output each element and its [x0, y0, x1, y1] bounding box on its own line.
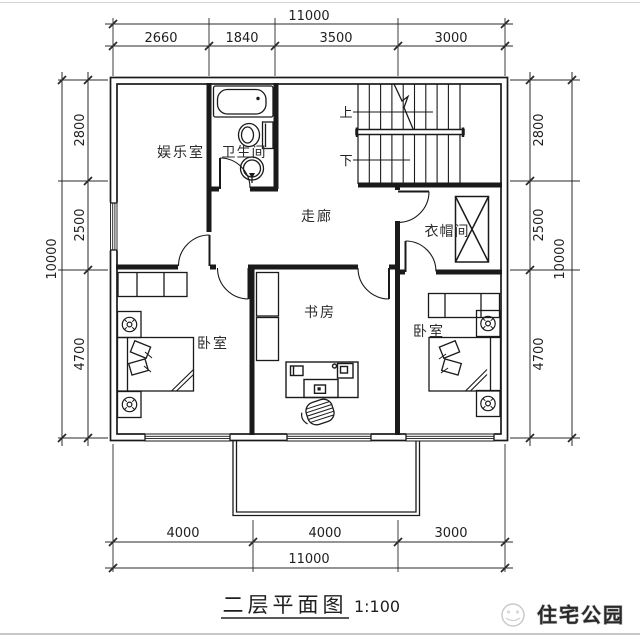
- dim-top-seg: 3000: [434, 31, 467, 46]
- room-label-corridor: 走廊: [301, 208, 333, 225]
- sink-icon: [239, 156, 265, 183]
- dim-bottom-seg: 3000: [434, 526, 467, 541]
- dim-right-seg: 4700: [532, 337, 547, 370]
- dim-bottom-total: 11000: [288, 552, 329, 567]
- bed-left-icon: [116, 336, 195, 392]
- dim-top-total: 11000: [288, 9, 329, 24]
- room-label-study: 书房: [304, 305, 336, 321]
- room-label-cloakroom: 衣帽间: [425, 224, 470, 240]
- dim-left-seg: 2500: [73, 208, 88, 241]
- nightstand-icon: [475, 309, 501, 338]
- dim-left-seg: 2800: [73, 113, 88, 146]
- window-left-wall: [109, 202, 119, 251]
- dimension-top: 11000 2660 1840 3500 3000: [105, 9, 513, 76]
- house-park-logo-icon: [501, 603, 525, 627]
- door-entertainment: [177, 234, 211, 267]
- office-chair-icon: [301, 398, 335, 426]
- room-label-bathroom: 卫生间: [222, 145, 267, 161]
- dim-bottom-seg: 4000: [308, 526, 341, 541]
- stair-break-line: [393, 83, 415, 131]
- cloakroom-wardrobe-icon: [454, 195, 490, 263]
- door-bedroom-left: [216, 267, 250, 300]
- dimension-left: 2800 2500 4700 10000: [45, 72, 108, 446]
- dim-top-seg: 2660: [144, 31, 177, 46]
- dimension-bottom: 4000 4000 3000 11000: [105, 444, 513, 573]
- plan-scale: 1:100: [354, 597, 400, 616]
- desk-icon: [285, 361, 359, 399]
- dimension-right: 2800 2500 4700 10000: [510, 72, 580, 446]
- dim-bottom-seg: 4000: [166, 526, 199, 541]
- window-study: [286, 432, 372, 442]
- doors: [177, 157, 437, 300]
- plan-title: 二层平面图: [223, 593, 348, 617]
- stair-treads: [368, 84, 449, 184]
- door-study: [357, 267, 390, 300]
- wardrobe-left-icon: [117, 271, 188, 298]
- dim-top-seg: 3500: [319, 31, 352, 46]
- dim-right-seg: 2500: [532, 208, 547, 241]
- stair-handrail: [355, 128, 465, 136]
- dim-right-total: 10000: [553, 238, 568, 279]
- drawing-title-block: 二层平面图 1:100: [221, 593, 400, 619]
- wardrobe-right-icon: [427, 292, 501, 319]
- dim-left-total: 10000: [45, 238, 60, 279]
- room-label-entertainment: 娱乐室: [157, 144, 205, 161]
- balcony: [232, 441, 421, 517]
- dim-top-seg: 1840: [225, 31, 258, 46]
- stair-down-label: 下: [339, 154, 352, 169]
- interior-walls: [116, 83, 502, 435]
- watermark-text: 住宅公园: [537, 603, 625, 627]
- window-bedroom-left: [144, 432, 231, 442]
- bookshelf-icon: [255, 271, 280, 362]
- stair-up-label: 上: [339, 106, 352, 121]
- door-bedroom-right: [404, 240, 437, 272]
- room-label-bedroom-right: 卧室: [413, 323, 445, 340]
- windows: [109, 202, 495, 442]
- staircase: [353, 83, 465, 184]
- watermark: 住宅公园: [501, 602, 625, 628]
- toilet-icon: [237, 121, 274, 150]
- dim-left-seg: 4700: [73, 337, 88, 370]
- dim-right-seg: 2800: [532, 113, 547, 146]
- bed-right-icon: [428, 336, 502, 392]
- bathtub-icon: [212, 85, 274, 118]
- room-label-bedroom-left: 卧室: [197, 335, 229, 352]
- window-bedroom-right: [405, 432, 495, 442]
- door-cloakroom: [397, 190, 430, 224]
